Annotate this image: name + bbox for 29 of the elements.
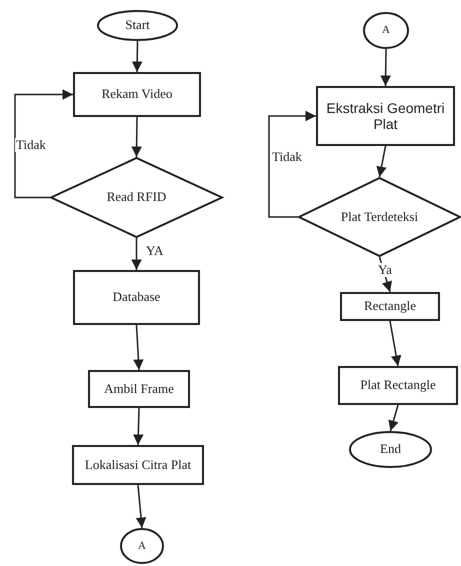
connector-circle: A <box>363 12 409 49</box>
arrow <box>376 146 387 178</box>
edge-label: Ya <box>377 263 393 278</box>
decision-diamond: Plat Terdeteksi <box>298 177 461 257</box>
arrow <box>378 256 392 292</box>
process-box: Rectangle <box>340 292 440 321</box>
connector-circle: A <box>120 528 164 564</box>
arrow <box>389 320 402 366</box>
terminator-ellipse: End <box>349 431 432 468</box>
decision-diamond: Read RFID <box>50 157 223 238</box>
terminator-ellipse: Start <box>97 10 178 41</box>
arrow <box>133 324 144 370</box>
process-box: Ekstraksi Geometri Plat <box>316 86 455 146</box>
arrow <box>14 89 73 198</box>
arrow <box>268 110 316 218</box>
process-box: Lokalisasi Citra Plat <box>72 445 204 485</box>
arrow <box>131 238 142 270</box>
arrow <box>131 116 142 158</box>
arrow <box>388 404 399 432</box>
process-box: Database <box>73 270 200 325</box>
process-box: Ambil Frame <box>88 370 190 408</box>
arrow <box>132 40 142 72</box>
process-box: Rekam Video <box>73 72 201 117</box>
arrow <box>136 484 146 528</box>
arrow <box>380 48 391 86</box>
process-box: Plat Rectangle <box>338 366 458 405</box>
edge-label: Tidak <box>15 138 47 152</box>
edge-label: Tidak <box>271 150 303 164</box>
arrow <box>133 408 144 446</box>
